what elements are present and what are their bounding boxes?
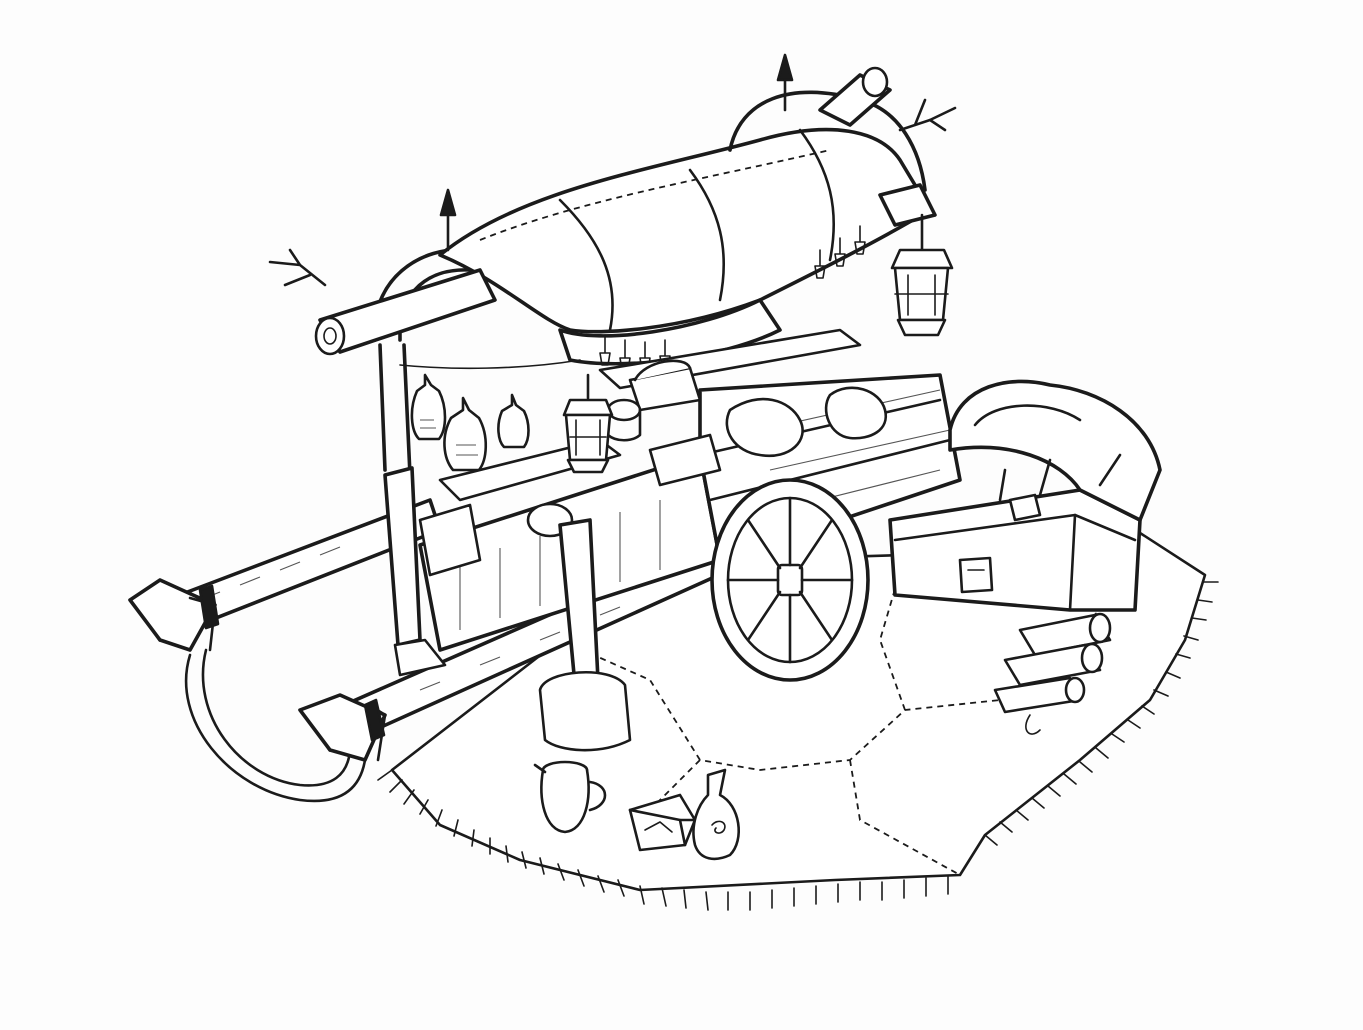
shelf-goods [418, 328, 888, 577]
vase-icon [692, 768, 740, 861]
lantern-icon [562, 213, 954, 474]
support-posts [383, 466, 632, 752]
branch-icon [268, 53, 957, 356]
harness-strap-icon [184, 648, 367, 803]
strap-bands [198, 584, 386, 742]
cart-shafts [128, 498, 732, 762]
jug-icon [533, 760, 607, 834]
small-box-icon [628, 793, 697, 852]
covered-cart-icon [372, 90, 932, 477]
potion-bottle-icon [399, 359, 581, 472]
treasure-chest-icon [888, 379, 1162, 612]
scroll-icon [993, 612, 1112, 735]
cart-wheel-icon [710, 478, 870, 682]
